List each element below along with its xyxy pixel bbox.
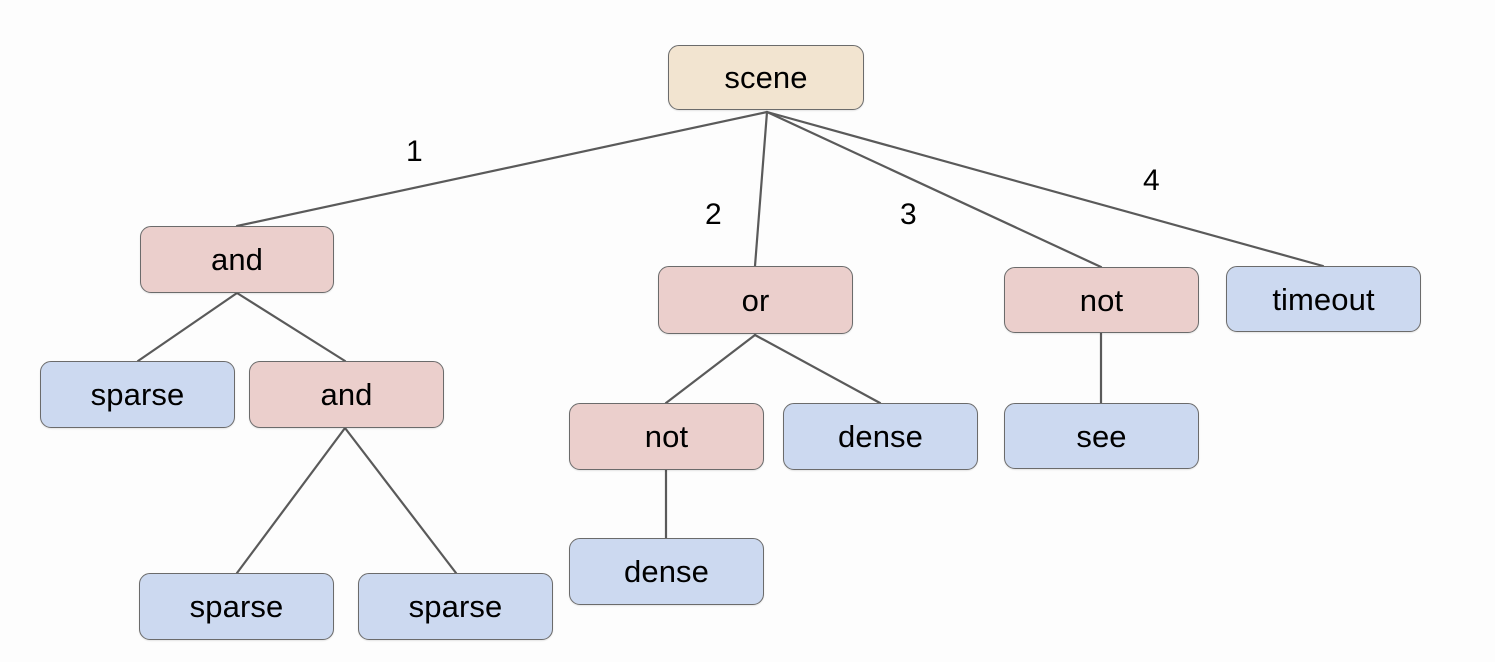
node-not-2[interactable]: not [1004,267,1199,333]
node-or-1-label: or [741,282,770,318]
edge-label-1: 1 [406,135,423,168]
node-dense-1[interactable]: dense [783,403,978,470]
node-and-2-label: and [320,377,373,412]
node-dense-1-label: dense [838,419,923,454]
node-not-1-label: not [644,419,689,454]
node-sparse-1-label: sparse [90,377,185,412]
node-not-2-label: not [1079,282,1124,318]
node-and-1[interactable]: and [140,226,334,293]
edge-and2-sparse3 [343,426,458,575]
node-and-2[interactable]: and [249,361,444,428]
node-and-1-label: and [210,242,264,277]
node-timeout-1[interactable]: timeout [1226,266,1421,332]
edge-scene-not2 [765,110,1103,269]
edge-and1-sparse1 [136,291,239,363]
edge-scene-or1 [753,110,769,268]
node-sparse-1[interactable]: sparse [40,361,235,428]
node-sparse-2[interactable]: sparse [139,573,334,640]
node-dense-2[interactable]: dense [569,538,764,605]
node-sparse-2-label: sparse [189,589,284,624]
edge-scene-timeout1 [765,110,1325,268]
edge-scene-and1 [235,110,769,228]
node-not-1[interactable]: not [569,403,764,470]
node-sparse-3[interactable]: sparse [358,573,553,640]
node-or-1[interactable]: or [658,266,853,334]
node-timeout-1-label: timeout [1272,281,1375,317]
edge-and2-sparse2 [235,426,347,575]
node-see-1[interactable]: see [1004,403,1199,469]
node-scene[interactable]: scene [668,45,864,110]
node-scene-label: scene [724,60,808,95]
edge-label-2: 2 [705,198,722,231]
node-sparse-3-label: sparse [408,589,503,624]
edge-or1-not1 [664,333,757,405]
node-see-1-label: see [1076,418,1127,454]
edge-or1-dense1 [753,333,882,405]
edge-label-3: 3 [900,198,917,231]
node-dense-2-label: dense [624,554,709,589]
edge-and1-and2 [235,291,347,363]
edge-label-4: 4 [1143,164,1160,197]
